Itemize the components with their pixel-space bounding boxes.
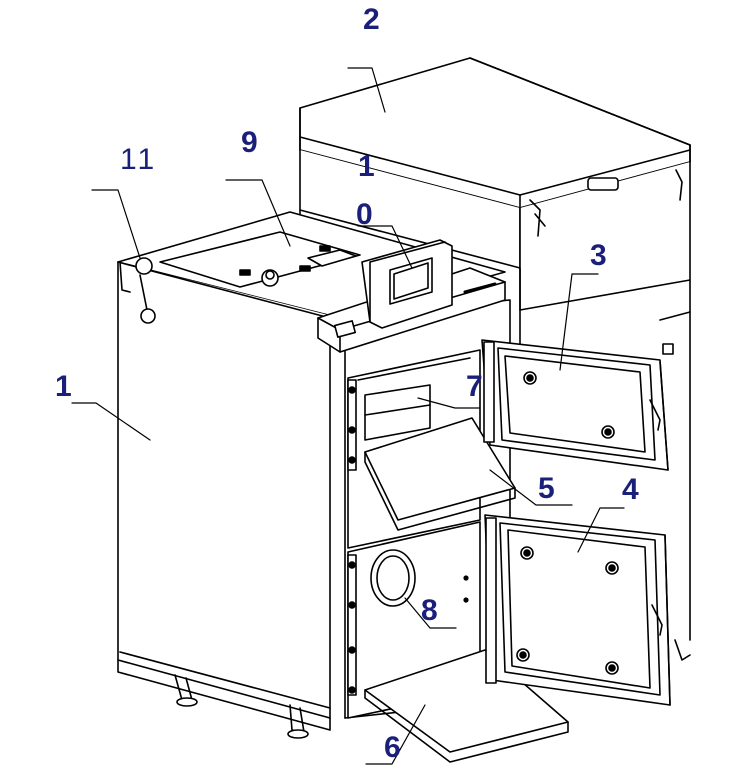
leader-3 <box>559 273 599 371</box>
leader-lines <box>71 67 625 765</box>
leader-9 <box>225 179 291 247</box>
lower-door <box>484 514 691 706</box>
label-5: 5 <box>538 472 555 505</box>
label-11: 11 <box>120 143 158 176</box>
label-0: 0 <box>356 198 373 231</box>
label-1-hopper: 1 <box>358 150 375 183</box>
leader-4 <box>577 507 625 553</box>
label-3: 3 <box>590 239 607 272</box>
label-2: 2 <box>363 3 380 36</box>
lower-chamber <box>347 521 569 763</box>
label-9: 9 <box>241 126 258 159</box>
leader-8 <box>404 597 457 629</box>
leader-0 <box>357 225 413 269</box>
leader-11 <box>91 189 141 259</box>
label-8: 8 <box>421 594 438 627</box>
leader-1-body <box>71 402 151 441</box>
upper-combustion-chamber <box>347 349 516 549</box>
label-1-body: 1 <box>55 370 72 403</box>
fuel-hopper <box>299 57 691 641</box>
leader-5 <box>489 469 573 506</box>
label-6: 6 <box>384 731 401 764</box>
leader-6 <box>365 704 426 765</box>
upper-door <box>481 339 669 471</box>
label-4: 4 <box>622 473 639 506</box>
leader-2 <box>347 67 386 113</box>
label-7: 7 <box>466 370 483 403</box>
leader-7 <box>417 397 481 409</box>
